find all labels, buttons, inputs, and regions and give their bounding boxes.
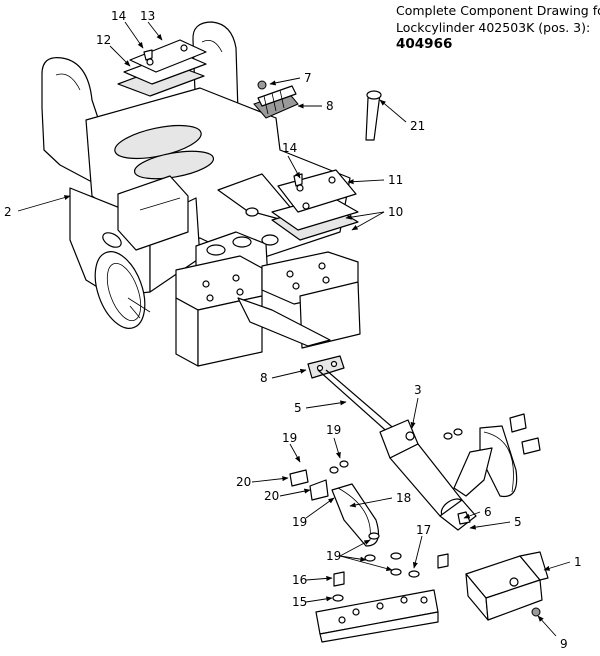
callout-20-a: 20 <box>236 475 251 489</box>
callouts: 14 13 12 7 8 21 14 11 10 2 8 5 3 19 19 2… <box>4 9 582 651</box>
part-7-bolt <box>257 80 267 90</box>
callout-14-top: 14 <box>111 9 126 23</box>
title-line-2: Lockcylinder 402503K (pos. 3): <box>396 20 591 35</box>
part-4-rod <box>317 369 399 437</box>
part-21-pin <box>365 90 382 141</box>
callout-7: 7 <box>304 71 312 85</box>
callout-8-lower: 8 <box>260 371 268 385</box>
callout-14-mid: 14 <box>282 141 297 155</box>
callout-15: 15 <box>292 595 307 609</box>
callout-1: 1 <box>574 555 582 569</box>
callout-9: 9 <box>560 637 568 651</box>
callout-16: 16 <box>292 573 307 587</box>
callout-19-b: 19 <box>326 423 341 437</box>
callout-19-d: 19 <box>326 549 341 563</box>
callout-5: 5 <box>514 515 522 529</box>
callout-13: 13 <box>140 9 155 23</box>
part-1-bracket <box>465 551 549 621</box>
part-number: 404966 <box>396 36 453 52</box>
part-8-plate <box>307 355 345 379</box>
callout-6: 6 <box>484 505 492 519</box>
callout-11: 11 <box>388 173 403 187</box>
callout-12: 12 <box>96 33 111 47</box>
callout-17: 17 <box>416 523 431 537</box>
title-line-1: Complete Component Drawing for <box>396 3 600 18</box>
callout-18: 18 <box>396 491 411 505</box>
callout-19-a: 19 <box>282 431 297 445</box>
callout-3: 3 <box>414 383 422 397</box>
top-plate-stack <box>117 39 207 97</box>
callout-8-top: 8 <box>326 99 334 113</box>
callout-19-c: 19 <box>292 515 307 529</box>
callout-20-b: 20 <box>264 489 279 503</box>
callout-4: 5 <box>294 401 302 415</box>
part-8-finned-block <box>253 85 299 119</box>
hydraulic-hoses <box>331 425 518 547</box>
callout-2: 2 <box>4 205 12 219</box>
callout-10: 10 <box>388 205 403 219</box>
title-block: Complete Component Drawing for Lockcylin… <box>396 2 600 53</box>
valve-block <box>315 589 439 643</box>
callout-21: 21 <box>410 119 425 133</box>
